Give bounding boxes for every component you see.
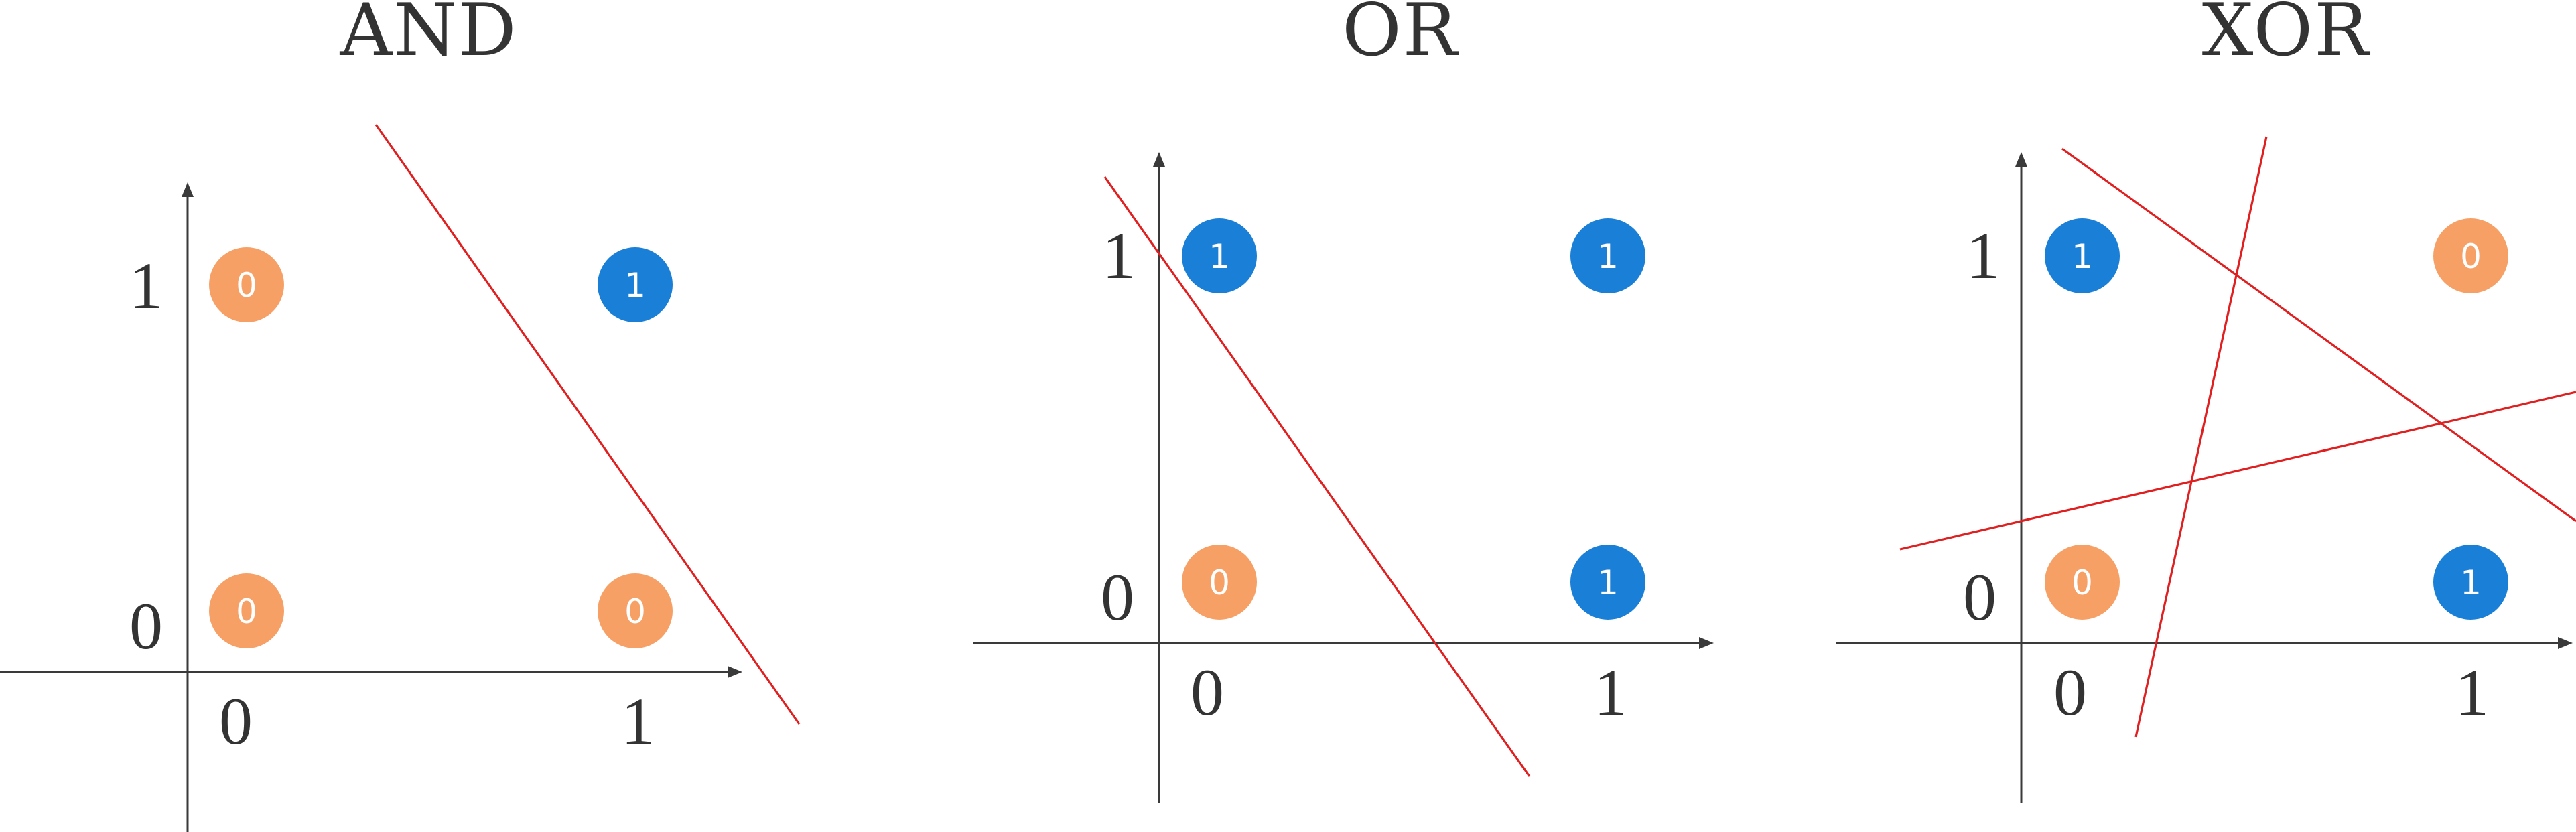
x-axis-arrow [1699,637,1714,649]
panel-title: AND [339,0,517,72]
y-tick-0: 0 [1963,560,1996,634]
data-point: 1 [1182,218,1257,293]
data-point: 0 [2433,218,2508,293]
point-label: 0 [236,592,257,631]
panel-and: AND 0 1 0 1 0 1 0 0 [0,0,801,832]
x-axis-arrow [2558,637,2573,649]
data-point: 0 [2045,545,2120,620]
y-axis-arrow [1153,152,1165,167]
x-tick-0: 0 [219,684,253,758]
decision-boundary [2134,136,2268,738]
x-axis-arrow [728,666,742,678]
point-label: 1 [1597,237,1619,276]
point-label: 0 [1209,563,1230,602]
data-point: 1 [2433,545,2508,620]
data-point: 1 [1570,545,1645,620]
data-point: 0 [209,573,284,648]
y-axis-arrow [182,182,194,197]
y-tick-0: 0 [129,589,163,663]
y-tick-0: 0 [1101,560,1134,634]
point-label: 1 [1597,563,1619,602]
data-point: 0 [1182,545,1257,620]
data-point: 1 [2045,218,2120,293]
data-point: 1 [1570,218,1645,293]
data-point: 0 [598,573,673,648]
point-label: 0 [236,266,257,305]
point-label: 1 [624,266,646,305]
point-label: 0 [2072,563,2093,602]
decision-boundary [1103,176,1531,777]
y-tick-1: 1 [1102,218,1136,293]
panel-xor: XOR 0 1 0 1 1 0 0 1 [1836,0,2576,803]
point-label: 1 [1209,237,1230,276]
x-tick-1: 1 [1594,655,1627,730]
panel-title: OR [1342,0,1459,72]
y-tick-1: 1 [1966,218,2000,293]
data-point: 0 [209,247,284,322]
point-label: 0 [2460,237,2482,276]
y-axis-arrow [2015,152,2027,167]
decision-boundary [2061,147,2576,523]
x-tick-0: 0 [2053,655,2087,730]
x-tick-0: 0 [1191,655,1224,730]
panel-or: OR 0 1 0 1 1 1 0 1 [973,0,1714,803]
point-label: 1 [2460,563,2482,602]
decision-boundary [375,124,801,725]
decision-boundary [1899,391,2576,551]
point-label: 1 [2072,237,2093,276]
x-tick-1: 1 [621,684,655,758]
point-label: 0 [624,592,646,631]
x-tick-1: 1 [2455,655,2489,730]
y-tick-1: 1 [129,249,163,323]
data-point: 1 [598,247,673,322]
panel-title: XOR [2202,0,2371,72]
